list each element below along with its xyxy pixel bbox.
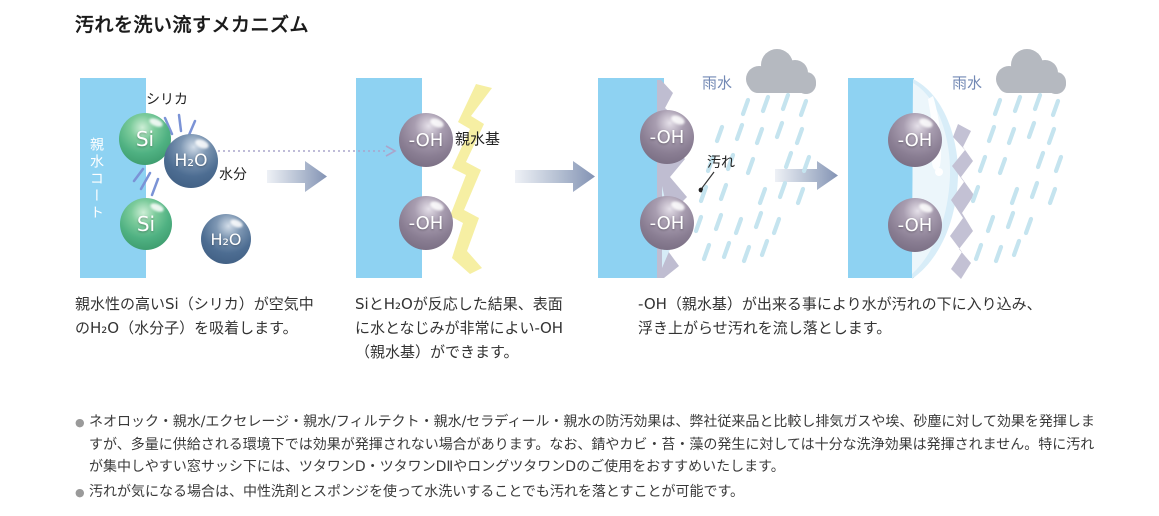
rain-label: 雨水 <box>952 74 983 92</box>
bullet-icon: ● <box>75 485 85 499</box>
si-sphere: Si <box>119 113 171 165</box>
arrow-right-icon <box>775 161 838 190</box>
sparkle-icon <box>132 113 197 197</box>
oh-sphere: -OH <box>888 198 942 252</box>
panel2-caption: SiとH₂Oが反応した結果、表面 に水となじみが非常によい-OH （親水基）がで… <box>355 292 563 364</box>
hydrophilic-group-label: 親水基 <box>455 130 501 148</box>
lifted-dirt-shape <box>950 124 974 279</box>
panel3-caption: -OH（親水基）が出来る事により水が汚れの下に入り込み、 浮き上がらせ汚れを流し… <box>638 292 1042 340</box>
h2o-sphere: H₂O <box>201 214 251 264</box>
caption-line: （親水基）ができます。 <box>355 343 519 361</box>
rain-label: 雨水 <box>702 74 733 92</box>
caption-line: のH₂O（水分子）を吸着します。 <box>75 319 298 337</box>
footnote-item: ● ネオロック・親水/エクセレージ・親水/フィルテクト・親水/セラディール・親水の… <box>75 411 1103 479</box>
arrow-right-icon <box>267 161 327 192</box>
si-sphere: Si <box>120 198 172 250</box>
coat-vertical-label: 親水コート <box>88 137 104 222</box>
oh-sphere: -OH <box>888 113 942 167</box>
dirt-pointer <box>698 171 715 193</box>
oh-sphere: -OH <box>640 110 694 164</box>
cloud-icon <box>996 49 1066 94</box>
oh-sphere: -OH <box>640 196 694 250</box>
footnote-text: 汚れが気になる場合は、中性洗剤とスポンジを使って水洗いすることでも汚れを落とすこ… <box>89 483 745 500</box>
h2o-sphere: H₂O <box>164 134 218 188</box>
dotted-arrow <box>218 145 397 157</box>
moisture-label: 水分 <box>219 167 247 183</box>
caption-line: SiとH₂Oが反応した結果、表面 <box>355 295 563 313</box>
caption-line: 親水性の高いSi（シリカ）が空気中 <box>75 295 314 313</box>
caption-line: に水となじみが非常によい-OH <box>355 319 564 337</box>
arrow-right-icon <box>515 161 595 192</box>
bullet-icon: ● <box>75 416 85 429</box>
oh-sphere: -OH <box>399 113 453 167</box>
caption-line: 浮き上がらせ汚れを流し落とします。 <box>638 319 892 337</box>
zigzag-shape <box>450 84 492 274</box>
caption-line: -OH（親水基）が出来る事により水が汚れの下に入り込み、 <box>638 295 1042 313</box>
panel1-caption: 親水性の高いSi（シリカ）が空気中 のH₂O（水分子）を吸着します。 <box>75 292 314 340</box>
footnote-text: ネオロック・親水/エクセレージ・親水/フィルテクト・親水/セラディール・親水の防… <box>89 414 1095 475</box>
footnote-item: ● 汚れが気になる場合は、中性洗剤とスポンジを使って水洗いすることでも汚れを落とす… <box>75 481 1103 504</box>
silica-label: シリカ <box>146 92 188 108</box>
oh-sphere: -OH <box>399 196 453 250</box>
rain-icon <box>973 95 1061 261</box>
dirt-label: 汚れ <box>707 155 735 171</box>
cloud-icon <box>746 49 816 94</box>
page-title: 汚れを洗い流すメカニズム <box>75 14 310 36</box>
footnotes: ● ネオロック・親水/エクセレージ・親水/フィルテクト・親水/セラディール・親水の… <box>75 411 1103 505</box>
